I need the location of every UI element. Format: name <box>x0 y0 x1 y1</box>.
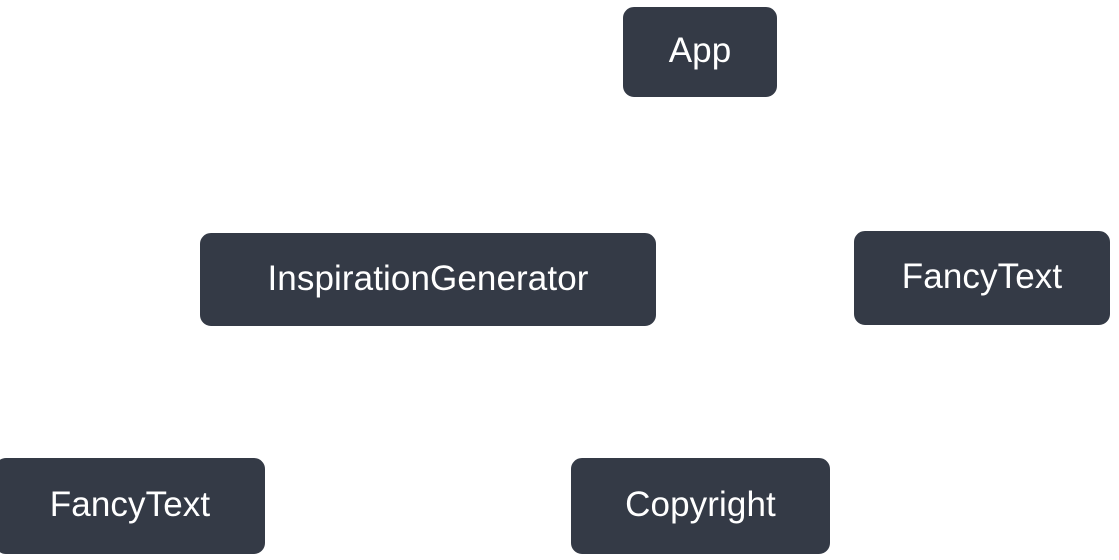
edge-inspgen-to-fancytext-left <box>127 394 216 455</box>
edge-inspgen-to-copyright <box>643 394 703 455</box>
edge-label-inspirationgenerator-to-fancytext-left: renders <box>227 382 321 411</box>
edge-inspgen-junction-right <box>417 380 500 400</box>
edge-label-app-to-inspirationgenerator: renders <box>511 155 605 184</box>
edge-inspgen-junction-left <box>336 380 423 400</box>
node-fancytext-left[interactable]: FancyText <box>0 455 268 557</box>
node-copyright[interactable]: Copyright <box>568 455 833 557</box>
node-fancytext-right[interactable]: FancyText <box>851 228 1113 328</box>
node-inspirationgenerator[interactable]: InspirationGenerator <box>197 230 659 329</box>
edge-app-to-inspgen <box>409 167 500 230</box>
edge-app-to-fancytext-right <box>920 167 985 228</box>
edge-label-app-to-fancytext-right: renders <box>804 155 898 184</box>
edge-app-junction-left <box>617 152 703 173</box>
node-app-label: App <box>668 31 732 70</box>
node-copyright-label: Copyright <box>625 485 776 524</box>
edge-label-inspirationgenerator-to-copyright: renders <box>523 382 617 411</box>
edge-app-junction-right <box>697 152 780 173</box>
node-app[interactable]: App <box>620 4 780 100</box>
node-fancytext-left-label: FancyText <box>49 485 211 524</box>
node-inspirationgenerator-label: InspirationGenerator <box>267 258 589 298</box>
node-fancytext-right-label: FancyText <box>901 257 1063 296</box>
